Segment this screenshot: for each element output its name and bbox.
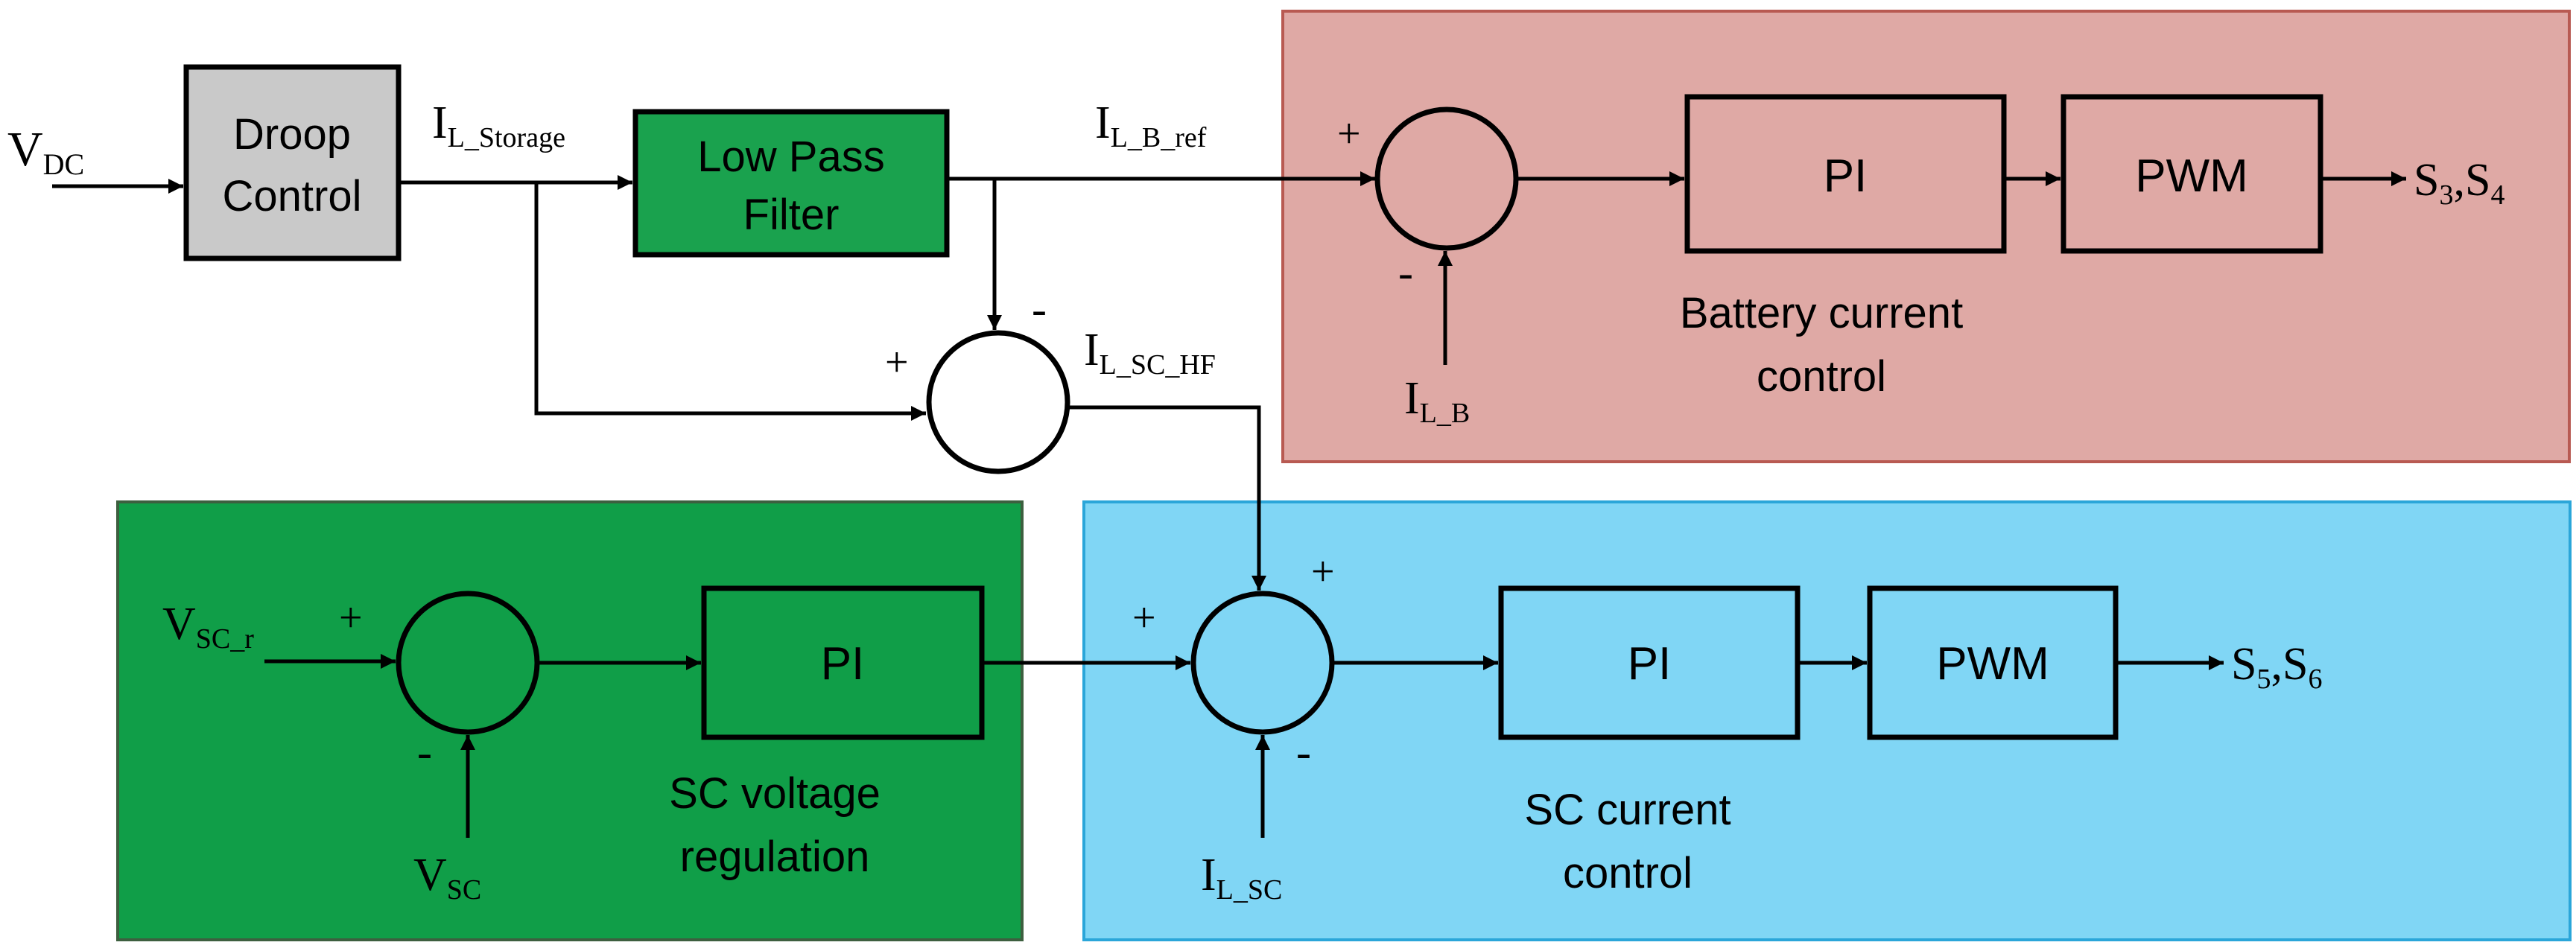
hf-sum-plus-sign: + xyxy=(885,340,909,386)
low-pass-filter-label-line1: Low Pass xyxy=(697,133,884,181)
battery-pwm-block xyxy=(2061,94,2323,254)
droop-control-block xyxy=(183,64,402,261)
sc-voltage-sum-minus-sign: - xyxy=(417,728,432,777)
low-pass-filter-block xyxy=(632,109,950,258)
vdc-label: VDC xyxy=(7,122,84,181)
battery-output-label: S3,S4 xyxy=(2414,155,2504,211)
battery-region-caption-line1: Battery current xyxy=(1680,289,1963,337)
battery-sum-minus-sign: - xyxy=(1398,248,1413,297)
vsc-label: VSC xyxy=(413,850,481,906)
sc-voltage-pi-label: PI xyxy=(821,638,865,690)
hf-sum-minus-sign: - xyxy=(1032,284,1047,334)
storage-to-hf-sum-arrow xyxy=(534,182,926,421)
sc-current-region-caption-line2: control xyxy=(1563,849,1693,897)
droop-control-label-line1: Droop xyxy=(233,110,351,159)
sc-pwm-label: PWM xyxy=(1936,638,2049,690)
battery-pi-label: PI xyxy=(1824,150,1868,202)
low-pass-filter-label-line2: Filter xyxy=(743,191,840,239)
vsc-r-label: VSC_r xyxy=(162,599,254,655)
il-b-ref-label: IL_B_ref xyxy=(1095,98,1207,153)
sc-voltage-sum-plus-sign: + xyxy=(339,595,363,641)
sc-current-pi-label: PI xyxy=(1628,638,1672,690)
hf-to-sc-sum-arrow xyxy=(1067,405,1266,591)
sc-current-sum-plus-sign-left: + xyxy=(1132,595,1156,641)
battery-sum-plus-sign: + xyxy=(1337,111,1361,157)
sc-current-sum-minus-sign: - xyxy=(1296,728,1311,777)
sc-voltage-region-caption-line1: SC voltage xyxy=(669,769,881,818)
battery-region-caption-line2: control xyxy=(1757,352,1886,401)
il-storage-label: IL_Storage xyxy=(432,98,565,153)
sc-current-region-caption-line1: SC current xyxy=(1524,786,1730,834)
sc-voltage-region-caption-line2: regulation xyxy=(680,833,870,881)
sc-current-region xyxy=(1082,500,2572,941)
sc-current-sum-plus-sign-top: + xyxy=(1311,549,1335,595)
droop-control-label-line2: Control xyxy=(223,172,362,220)
il-sc-label: IL_SC xyxy=(1201,850,1282,906)
sc-output-label: S5,S6 xyxy=(2231,639,2322,695)
il-sc-hf-label: IL_SC_HF xyxy=(1084,325,1216,381)
battery-pwm-label: PWM xyxy=(2135,150,2248,202)
battery-pi-block xyxy=(1684,94,2007,254)
il-b-label: IL_B xyxy=(1404,373,1470,429)
hf-summing-junction xyxy=(926,330,1070,474)
sc-voltage-region xyxy=(116,500,1024,941)
battery-control-region xyxy=(1281,10,2571,463)
